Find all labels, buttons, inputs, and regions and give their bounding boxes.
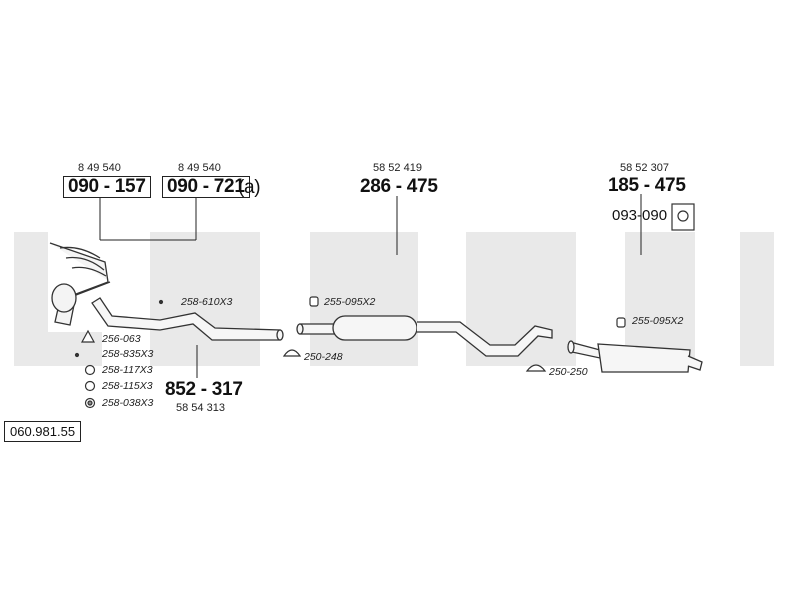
connector-lines — [99, 194, 642, 378]
part-number-090-721[interactable]: 090 - 721 — [162, 176, 250, 198]
gasket-icon — [80, 329, 96, 343]
part-number-093-090[interactable]: 093-090 — [612, 207, 668, 224]
fitting-label: 258-610X3 — [181, 296, 233, 308]
exhaust-manifold — [49, 242, 111, 326]
part-number-185-475[interactable]: 185 - 475 — [608, 175, 686, 196]
fitting-label: 250-248 — [304, 351, 343, 363]
part-number-852-317[interactable]: 852 - 317 — [165, 379, 243, 400]
watermark-logo — [14, 232, 774, 366]
part-number-286-475[interactable]: 286 - 475 — [360, 176, 438, 197]
fitting-label: 258-038X3 — [102, 397, 154, 409]
front-pipe — [91, 297, 284, 341]
fitting-label: 250-250 — [549, 366, 588, 378]
part-ref-185-475: 58 52 307 — [620, 162, 669, 174]
part-ref-090-721: 8 49 540 — [178, 162, 221, 174]
rear-silencer — [567, 340, 703, 373]
fitting-icons — [74, 296, 626, 409]
diagram-number: 060.981.55 — [4, 421, 82, 442]
fitting-label: 256-063 — [102, 333, 141, 345]
fitting-label: 255-095X2 — [324, 296, 376, 308]
part-suffix: (a) — [238, 177, 261, 198]
fitting-label: 258-115X3 — [102, 380, 153, 392]
part-ref-852-317: 58 54 313 — [176, 402, 225, 414]
middle-silencer — [296, 315, 553, 357]
rubber-mount-icon — [671, 203, 695, 231]
part-number-090-157[interactable]: 090 - 157 — [63, 176, 151, 198]
part-ref-090-157: 8 49 540 — [78, 162, 121, 174]
fitting-label: 255-095X2 — [632, 315, 684, 327]
part-ref-286-475: 58 52 419 — [373, 162, 422, 174]
fitting-label: 258-117X3 — [102, 364, 153, 376]
fitting-label: 258-835X3 — [102, 348, 154, 360]
